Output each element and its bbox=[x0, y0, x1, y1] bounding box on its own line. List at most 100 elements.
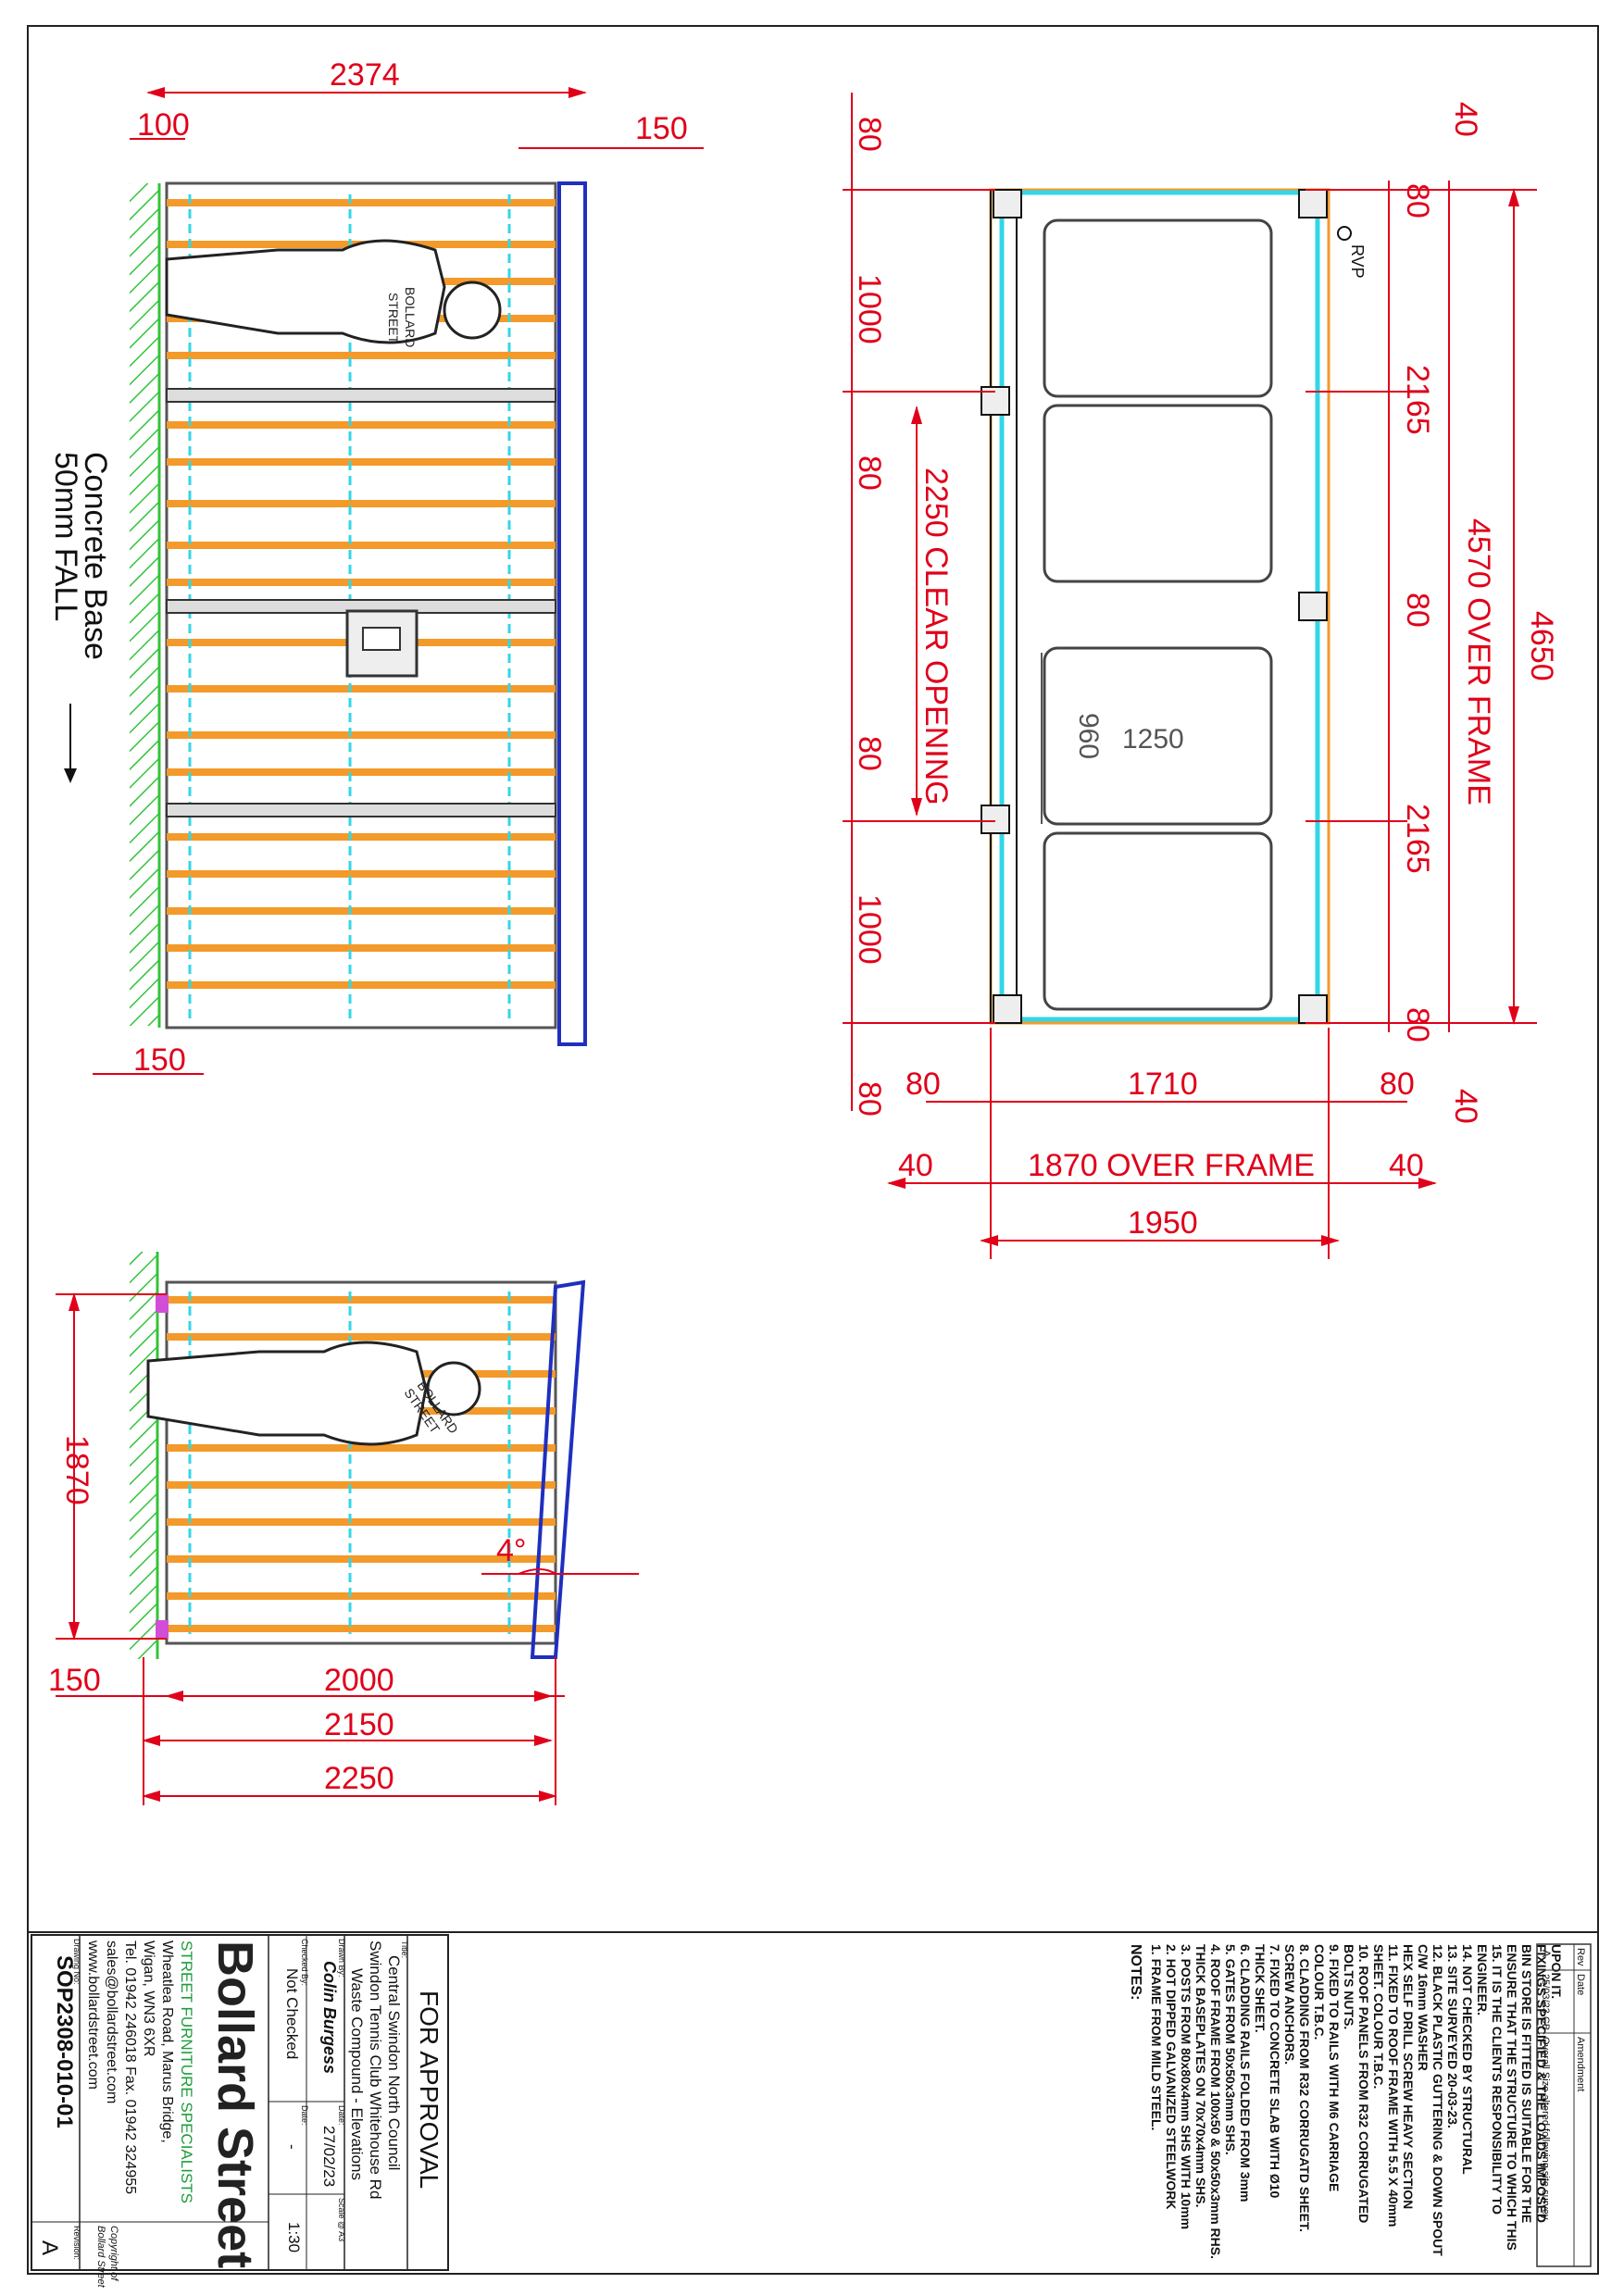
drawing-number: SOP2308-010-01 bbox=[52, 1955, 77, 2128]
checked-date: - bbox=[283, 2144, 301, 2150]
website: www.bollardstreet.com bbox=[85, 1940, 101, 2090]
side-cladding-rail bbox=[167, 1481, 556, 1489]
title-line-3: Waste Compound - Elevations bbox=[348, 1968, 366, 2180]
note-line: THICK BASEPLATES ON 70x70x4mm SHS. bbox=[1193, 1944, 1208, 2208]
post-tl bbox=[993, 189, 1022, 218]
ground-hatch-2 bbox=[130, 1252, 157, 1659]
dim-left-80-c: 80 bbox=[852, 736, 887, 771]
cladding-rail bbox=[167, 907, 556, 915]
cladding-rail bbox=[167, 352, 556, 359]
note-line: 8. CLADDING FROM R32 CORRUGATD SHEET. bbox=[1297, 1944, 1312, 2232]
revision-label: Revision: bbox=[72, 2226, 81, 2260]
dim-left-1000-b: 1000 bbox=[852, 894, 887, 965]
bin-3 bbox=[1043, 646, 1273, 826]
dim-bay-lower: 2165 bbox=[1400, 804, 1435, 874]
dim-over-frame-w: 1870 OVER FRAME bbox=[1028, 1148, 1315, 1183]
revision-letter: A bbox=[37, 2240, 62, 2255]
note-line: 5. GATES FROM 50x50x3mm SHS. bbox=[1223, 1944, 1238, 2155]
dim-left-80-d: 80 bbox=[852, 1081, 887, 1117]
bin-4 bbox=[1043, 831, 1273, 1011]
worker-figure: BOLLARD STREET bbox=[165, 239, 502, 347]
dim-left-80-a: 80 bbox=[852, 117, 887, 152]
dim-width: 2374 bbox=[330, 57, 400, 93]
cladding-rail bbox=[167, 579, 556, 586]
side-cladding-rail bbox=[167, 1555, 556, 1563]
dim-angle: 4° bbox=[496, 1533, 527, 1568]
side-cladding-rail bbox=[167, 1518, 556, 1526]
cladding-rail bbox=[167, 199, 556, 206]
dim-2000: 2000 bbox=[324, 1663, 394, 1698]
title-block: FOR APPROVAL Title: Central Swindon Nort… bbox=[31, 1934, 449, 2289]
note-line: 2. HOT DIPPED GALVANIZED STEELWORK bbox=[1164, 1944, 1179, 2210]
post-br bbox=[1298, 994, 1328, 1024]
dim-side-40-r: 40 bbox=[1389, 1148, 1424, 1183]
post-tr bbox=[1298, 189, 1328, 218]
side-cladding-rail bbox=[167, 1333, 556, 1341]
bin-width: 1250 bbox=[1122, 724, 1184, 755]
badge-text-1: BOLLARD bbox=[403, 287, 418, 347]
wall-bracket-bottom bbox=[156, 1620, 169, 1639]
note-line: C/W 16mm WASHER bbox=[1416, 1944, 1430, 2071]
cladding-rail bbox=[167, 458, 556, 466]
note-line: 9. FIXED TO RAILS WITH M6 CARRIAGE bbox=[1327, 1944, 1342, 2191]
cladding-rail bbox=[167, 731, 556, 739]
dim-bottom-80-l: 80 bbox=[906, 1067, 941, 1102]
bin-1 bbox=[1043, 218, 1273, 398]
dim-end-bottom: 40 bbox=[1448, 1089, 1483, 1124]
note-line: SHEET. COLOUR T.B.C. bbox=[1371, 1944, 1386, 2089]
base-label-1: Concrete Base bbox=[78, 452, 113, 660]
bin-2 bbox=[1043, 404, 1273, 583]
side-cladding-rail bbox=[167, 1296, 556, 1304]
dim-2150: 2150 bbox=[324, 1707, 394, 1742]
note-line: 3. POSTS FROM 80x80x4mm SHS WITH 10mm bbox=[1179, 1944, 1193, 2229]
dim-left-80-b: 80 bbox=[852, 455, 887, 491]
note-line: 15. IT IS THE CLIENTS RESPONSIBILITY TO bbox=[1490, 1944, 1505, 2215]
dim-right-150: 150 bbox=[635, 111, 688, 146]
copyright-1: Copyright of bbox=[108, 2226, 119, 2281]
rev-head-rev: Rev bbox=[1575, 1948, 1586, 1966]
side-cladding-rail bbox=[167, 1625, 556, 1632]
note-line: 4. ROOF FRAME FROM 100x50 & 50x50x3mm RH… bbox=[1208, 1944, 1223, 2259]
notes-heading: NOTES: bbox=[1128, 1944, 1143, 2000]
note-line: BOLTS NUTS. bbox=[1342, 1944, 1356, 2029]
rev-head-amend: Amendment bbox=[1575, 2037, 1586, 2091]
rvp-marker bbox=[1337, 226, 1352, 241]
note-line: HEX SELF DRILL SCREW HEAVY SECTION bbox=[1401, 1944, 1416, 2209]
note-line: ENGINEER. bbox=[1475, 1944, 1490, 2015]
gate-rail-top bbox=[166, 388, 556, 403]
dim-post-top: 80 bbox=[1400, 183, 1435, 218]
dim-post-mid: 80 bbox=[1400, 593, 1435, 628]
dim-side-40-l: 40 bbox=[898, 1148, 933, 1183]
cladding-rail bbox=[167, 981, 556, 989]
rev-value: A bbox=[1540, 1950, 1553, 1957]
phone-fax: Tel. 01942 246018 Fax. 01942 324955 bbox=[122, 1940, 138, 2194]
address-line-2: Wigan, WN3 6XR bbox=[141, 1940, 156, 2056]
address-line-1: Wheatlea Road, Marus Bridge, bbox=[159, 1940, 175, 2143]
note-line: BIN STORE IS FITTED IS SUITABLE FOR THE bbox=[1519, 1944, 1534, 2223]
checked-by: Not Checked bbox=[283, 1968, 301, 2059]
note-line: 11. FIXED TO ROOF FRAME WITH 5.5 X 40mm bbox=[1386, 1944, 1401, 2227]
dim-clear-opening: 2250 CLEAR OPENING bbox=[918, 468, 954, 805]
front-elevation: BOLLARD STREET 2374 100 150 150 Concrete… bbox=[48, 57, 704, 1078]
title-label: Title: bbox=[400, 1940, 409, 1958]
checked-date-label: Date: bbox=[300, 2105, 309, 2126]
dim-post-bottom: 80 bbox=[1400, 1007, 1435, 1042]
cladding-rail bbox=[167, 685, 556, 693]
rev-date: 25/03/23 CB bbox=[1540, 1974, 1551, 2030]
note-line: SCREW ANCHORS. bbox=[1282, 1944, 1297, 2065]
cladding-rail bbox=[167, 421, 556, 429]
rvp-label: RVP bbox=[1348, 244, 1367, 279]
scale-label: Scale @ A3 bbox=[337, 2198, 346, 2241]
dim-bottom-80-r: 80 bbox=[1380, 1067, 1415, 1102]
side-elevation: BOLLARD STREET 1870 4° 150 2000 2150 225… bbox=[48, 1252, 639, 1805]
note-line: THICK SHEET. bbox=[1253, 1944, 1268, 2033]
notes-block: NOTES: 1. FRAME FROM MILD STEEL.2. HOT D… bbox=[1128, 1944, 1564, 2259]
cladding-rail bbox=[167, 542, 556, 549]
side-cladding-rail bbox=[167, 1592, 556, 1600]
dim-left-1000-a: 1000 bbox=[852, 274, 887, 344]
drawing-scale: 1:30 bbox=[285, 2222, 303, 2252]
company-tagline: STREET FURNITURE SPECIALISTS bbox=[178, 1940, 195, 2203]
date-label: Date: bbox=[337, 2105, 346, 2126]
cladding-rail bbox=[167, 870, 556, 878]
